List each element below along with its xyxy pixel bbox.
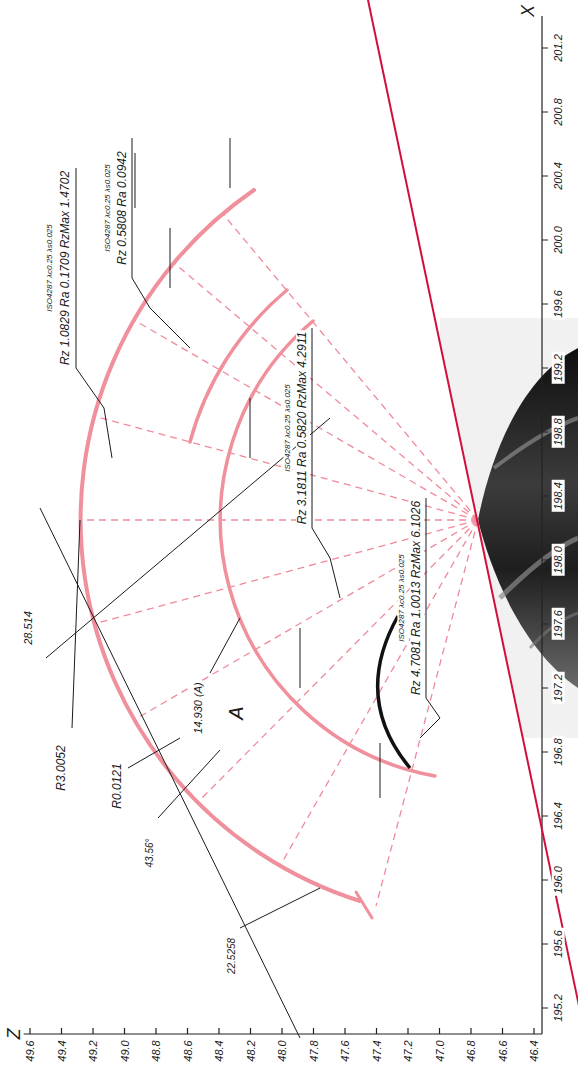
dimension-label: 14.930 (A) xyxy=(192,680,205,735)
axis-tick: 200.4 xyxy=(552,160,565,192)
cut-line xyxy=(368,0,578,1068)
roughness-callout: Rz 0.5808 Ra 0.0942 xyxy=(116,149,130,266)
axis-title: X xyxy=(518,3,539,19)
axis-tick: 49.4 xyxy=(55,1038,68,1063)
axis-tick: 201.2 xyxy=(552,32,565,64)
axis-tick: 46.6 xyxy=(496,1038,509,1063)
angle-label: 43.56° xyxy=(144,836,156,869)
construction-rays xyxy=(80,214,478,906)
leader-lines xyxy=(40,138,440,1038)
axis-tick: 197.2 xyxy=(552,672,565,704)
callout-header: ISO4287 λc0.25 λs0.025 xyxy=(397,552,406,644)
axes xyxy=(20,16,548,1034)
axis-tick: 48.2 xyxy=(244,1038,257,1063)
roughness-callout: Rz 3.1811 Ra 0.5820 RzMax 4.2911 xyxy=(296,330,310,526)
axis-tick: 47.8 xyxy=(307,1038,320,1063)
axis-tick: 198.8 xyxy=(552,416,565,448)
axis-tick: 200.8 xyxy=(552,96,565,128)
axis-tick: 47.6 xyxy=(339,1038,352,1063)
axis-tick: 46.8 xyxy=(465,1038,478,1063)
roughness-callout: Rz 1.0829 Ra 0.1709 RzMax 1.4702 xyxy=(59,169,73,367)
axis-tick: 199.2 xyxy=(552,352,565,384)
axis-tick: 198.0 xyxy=(552,544,565,576)
radius-label: R0.0121 xyxy=(111,761,125,810)
axis-tick: 48.6 xyxy=(181,1038,194,1063)
axis-tick: 195.2 xyxy=(552,992,565,1024)
axis-tick: 196.8 xyxy=(552,736,565,768)
callout-header: ISO4287 λc0.25 λs0.025 xyxy=(45,222,54,314)
view-letter: A xyxy=(225,704,248,721)
axis-tick: 46.4 xyxy=(528,1038,541,1063)
axis-tick: 199.6 xyxy=(552,288,565,320)
axis-tick: 48.0 xyxy=(276,1038,289,1063)
axis-tick: 197.6 xyxy=(552,608,565,640)
axis-tick: 48.8 xyxy=(150,1038,163,1063)
axis-tick: 198.4 xyxy=(552,480,565,512)
dimension-label: 22.5258 xyxy=(226,936,238,976)
axis-tick: 196.4 xyxy=(552,800,565,832)
profile-arcs xyxy=(81,190,435,918)
dimension-label: 28.514 xyxy=(22,609,35,647)
axis-tick: 48.4 xyxy=(213,1038,226,1063)
axis-tick: 49.6 xyxy=(24,1038,37,1063)
roughness-callout: Rz 4.7081 Ra 1.0013 RzMax 6.1026 xyxy=(410,499,424,697)
axis-title: Z xyxy=(3,1027,24,1042)
radius-label: R3.0052 xyxy=(55,743,69,792)
axis-tick: 47.2 xyxy=(402,1038,415,1063)
axis-tick: 196.0 xyxy=(552,864,565,896)
axis-tick: 47.0 xyxy=(433,1038,446,1063)
axis-tick: 49.2 xyxy=(87,1038,100,1063)
callout-header: ISO4287 λc0.25 λs0.025 xyxy=(283,382,292,474)
axis-tick: 47.4 xyxy=(370,1038,383,1063)
axis-tick: 49.0 xyxy=(118,1038,131,1063)
callout-header: ISO4287 λc0.25 λs0.025 xyxy=(103,162,112,254)
axis-tick: 200.0 xyxy=(552,224,565,256)
axis-tick: 195.6 xyxy=(552,928,565,960)
